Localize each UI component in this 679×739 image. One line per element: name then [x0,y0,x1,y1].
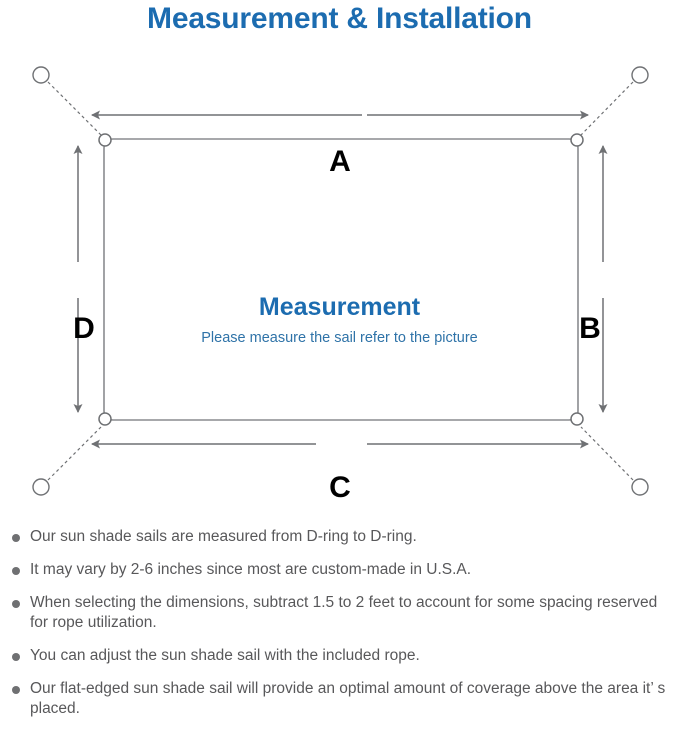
note-text: When selecting the dimensions, subtract … [30,594,658,631]
rope-top-right [580,81,634,136]
anchor-circles [32,66,649,496]
notes-list: Our sun shade sails are measured from D-… [0,527,679,732]
list-item: It may vary by 2-6 inches since most are… [0,560,679,580]
rope-bottom-right [580,426,634,481]
diagram-container: A B C D Measurement Please measure the s… [0,50,679,520]
sail-heading: Measurement [258,293,421,321]
note-text: You can adjust the sun shade sail with t… [30,647,420,664]
page-title: Measurement & Installation [147,2,532,35]
bullet-icon [12,534,20,542]
list-item: You can adjust the sun shade sail with t… [0,646,679,666]
rope-lines [47,81,634,481]
dimension-label-a: A [329,145,351,178]
dimension-label-b: B [579,312,601,345]
bullet-icon [12,653,20,661]
bullet-icon [12,567,20,575]
note-text: It may vary by 2-6 inches since most are… [30,561,472,578]
dimension-label-d: D [73,312,95,345]
sail-diagram-svg [32,66,649,496]
note-text: Our sun shade sails are measured from D-… [30,528,417,545]
d-ring-bottom-right-icon [570,412,584,426]
list-item: Our flat-edged sun shade sail will provi… [0,679,679,719]
rope-bottom-left [47,426,102,481]
sail-subtext: Please measure the sail refer to the pic… [201,330,478,346]
d-ring-top-right-icon [570,133,584,147]
sail-rectangle [103,138,579,421]
rope-top-left [47,81,102,136]
anchor-bottom-left-icon [32,478,50,496]
bullet-icon [12,600,20,608]
anchor-top-right-icon [631,66,649,84]
anchor-bottom-right-icon [631,478,649,496]
dimension-label-c: C [329,471,351,504]
bullet-icon [12,686,20,694]
d-ring-bottom-left-icon [98,412,112,426]
d-ring-group [98,133,584,426]
list-item: Our sun shade sails are measured from D-… [0,527,679,547]
anchor-top-left-icon [32,66,50,84]
note-text: Our flat-edged sun shade sail will provi… [30,680,666,717]
list-item: When selecting the dimensions, subtract … [0,593,679,633]
d-ring-top-left-icon [98,133,112,147]
